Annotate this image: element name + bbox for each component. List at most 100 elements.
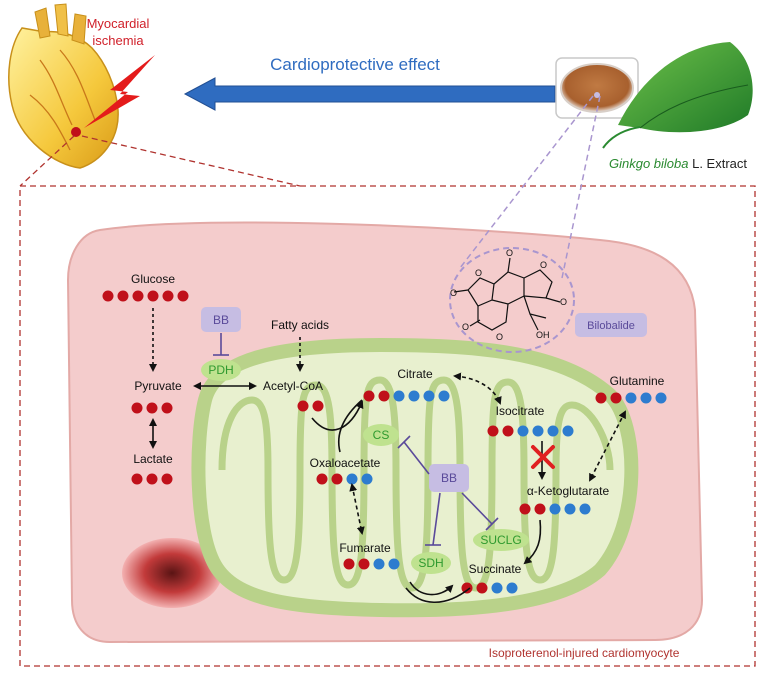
nucleus xyxy=(122,538,222,608)
dot-a-kg-5 xyxy=(579,503,591,515)
dot-glucose-3 xyxy=(132,290,144,302)
bb-center-label: BB xyxy=(441,471,457,485)
label-a-ketoglutarate: α-Ketoglutarate xyxy=(527,484,610,498)
dot-fumarate-2 xyxy=(358,558,370,570)
svg-text:O: O xyxy=(462,322,469,332)
label-citrate: Citrate xyxy=(397,367,433,381)
svg-text:O: O xyxy=(450,288,457,298)
dot-glucose-1 xyxy=(102,290,114,302)
extract-label: Ginkgo biloba L. Extract xyxy=(609,156,747,171)
heart-illustration xyxy=(8,3,119,169)
lightning-icon xyxy=(84,55,155,128)
dot-glucose-6 xyxy=(177,290,189,302)
enzyme-pdh-label: PDH xyxy=(208,363,233,377)
label-fatty-acids: Fatty acids xyxy=(271,318,329,332)
enzyme-sdh-label: SDH xyxy=(418,556,443,570)
dot-succinate-4 xyxy=(506,582,518,594)
arrow-glutamine-akg xyxy=(589,410,626,482)
dot-acetyl-coa-2 xyxy=(312,400,324,412)
bb-top-box xyxy=(201,307,241,332)
dot-oxaloacetate-1 xyxy=(316,473,328,485)
dot-citrate-1 xyxy=(363,390,375,402)
dot-isocitrate-6 xyxy=(562,425,574,437)
enzyme-pdh xyxy=(201,359,241,381)
bilobalide-ellipse xyxy=(449,247,575,353)
label-pyruvate: Pyruvate xyxy=(134,379,182,393)
cell-caption: Isoproterenol-injured cardiomyocyte xyxy=(489,646,680,660)
svg-text:O: O xyxy=(540,260,547,270)
dot-citrate-6 xyxy=(438,390,450,402)
dot-oxaloacetate-2 xyxy=(331,473,343,485)
bilobalide-atoms: O O O O O OH O O xyxy=(450,248,567,342)
arrow-citrate-isocitrate xyxy=(453,372,502,405)
label-glutamine: Glutamine xyxy=(610,374,665,388)
dot-acetyl-coa-1 xyxy=(297,400,309,412)
label-lactate: Lactate xyxy=(133,452,173,466)
svg-text:O: O xyxy=(506,248,513,258)
isotopologue-dots xyxy=(102,290,667,594)
dot-lactate-2 xyxy=(146,473,158,485)
bilobalide-structure xyxy=(453,257,561,331)
dot-pyruvate-2 xyxy=(146,402,158,414)
dot-isocitrate-2 xyxy=(502,425,514,437)
enzyme-cs-label: CS xyxy=(373,428,390,442)
dot-oxaloacetate-4 xyxy=(361,473,373,485)
extract-line-right xyxy=(561,95,601,279)
dot-a-kg-2 xyxy=(534,503,546,515)
svg-text:OH: OH xyxy=(536,330,550,340)
label-acetyl-coa: Acetyl-CoA xyxy=(263,379,323,393)
ginkgo-leaf xyxy=(602,42,753,149)
zoom-line-left xyxy=(19,135,75,187)
dot-glucose-2 xyxy=(117,290,129,302)
extract-line-left xyxy=(459,95,594,269)
dot-isocitrate-5 xyxy=(547,425,559,437)
dot-a-kg-1 xyxy=(519,503,531,515)
dot-pyruvate-1 xyxy=(131,402,143,414)
arrow-acetyl-citrate xyxy=(311,400,364,431)
dot-glutamine-5 xyxy=(655,392,667,404)
enzyme-suclg xyxy=(473,529,529,551)
label-oxaloacetate: Oxaloacetate xyxy=(310,456,381,470)
dot-glutamine-3 xyxy=(625,392,637,404)
dot-glutamine-2 xyxy=(610,392,622,404)
dot-glucose-5 xyxy=(162,290,174,302)
bb-top-label: BB xyxy=(213,313,229,327)
arrow-akg-succinate xyxy=(523,519,542,565)
dot-succinate-3 xyxy=(491,582,503,594)
dot-citrate-3 xyxy=(393,390,405,402)
dot-glutamine-4 xyxy=(640,392,652,404)
label-fumarate: Fumarate xyxy=(339,541,391,555)
extract-dish xyxy=(555,57,639,119)
svg-text:O: O xyxy=(496,332,503,342)
bb-center-inhibitions xyxy=(397,435,499,546)
label-glucose: Glucose xyxy=(131,272,175,286)
dot-fumarate-1 xyxy=(343,558,355,570)
dot-citrate-4 xyxy=(408,390,420,402)
dot-oxaloacetate-3 xyxy=(346,473,358,485)
svg-text:O: O xyxy=(475,268,482,278)
dot-succinate-2 xyxy=(476,582,488,594)
blocked-x-icon xyxy=(531,445,555,469)
cardioprotective-arrow xyxy=(183,77,556,111)
dot-citrate-2 xyxy=(378,390,390,402)
dot-isocitrate-1 xyxy=(487,425,499,437)
dot-a-kg-3 xyxy=(549,503,561,515)
dot-fumarate-3 xyxy=(373,558,385,570)
ischemia-title-line1: Myocardial xyxy=(87,16,150,31)
cardioprotective-label: Cardioprotective effect xyxy=(270,55,440,74)
arrow-succinate-fumarate xyxy=(405,587,471,603)
zoom-line-right xyxy=(81,135,301,187)
dot-a-kg-4 xyxy=(564,503,576,515)
enzyme-suclg-label: SUCLG xyxy=(480,533,521,547)
arrow-sdh-curve xyxy=(409,581,454,596)
dot-isocitrate-4 xyxy=(532,425,544,437)
dot-glucose-4 xyxy=(147,290,159,302)
dot-pyruvate-3 xyxy=(161,402,173,414)
arrow-fumarate-oaa xyxy=(349,483,365,535)
dot-lactate-1 xyxy=(131,473,143,485)
svg-text:O: O xyxy=(560,297,567,307)
bilobalide-badge xyxy=(575,313,647,337)
dot-lactate-3 xyxy=(161,473,173,485)
bilobalide-label: Bilobalide xyxy=(587,320,635,332)
